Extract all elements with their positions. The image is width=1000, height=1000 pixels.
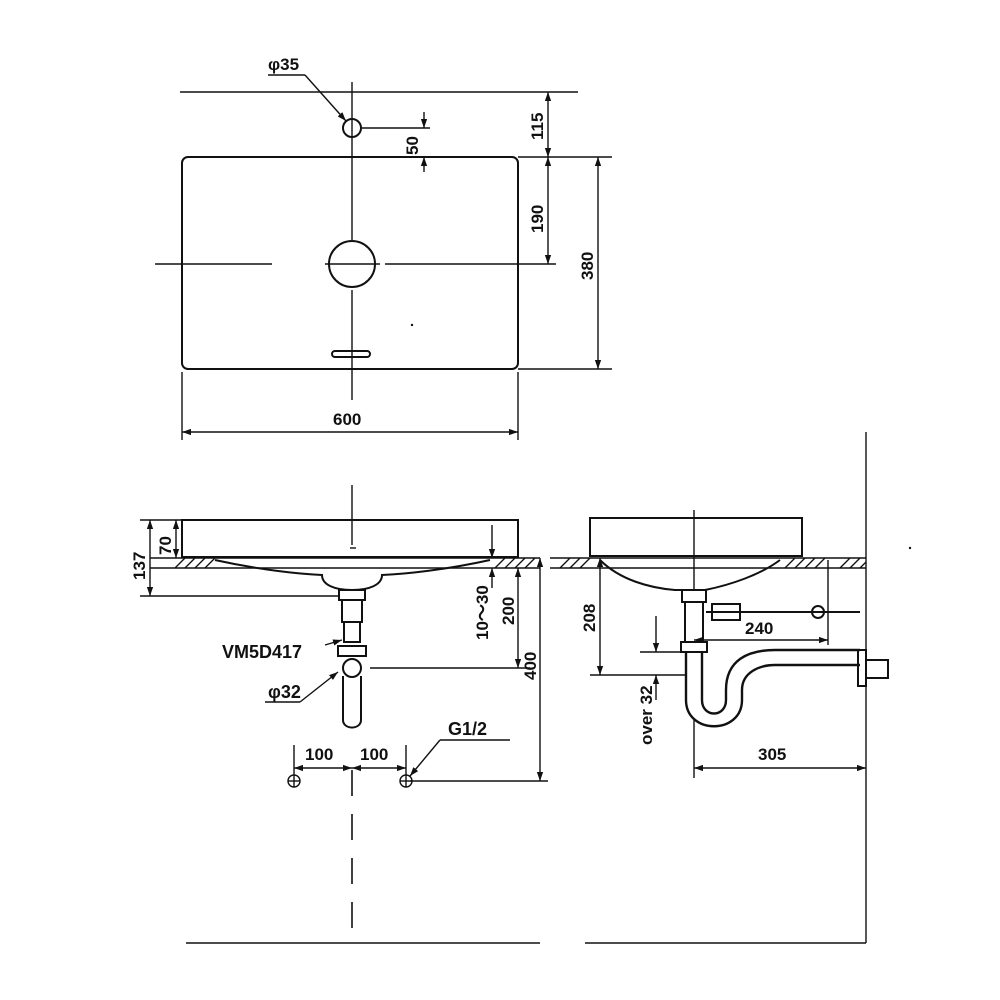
top-view: φ35 50 115 190 380 600 [155, 55, 612, 440]
side-view: 208 240 over 32 305 [550, 432, 912, 944]
overflow-slot [331, 350, 371, 358]
trap-length-label: 200 [499, 597, 518, 625]
drain-to-edge-label: 190 [528, 205, 547, 233]
trap-adjust-label: over 32 [637, 685, 656, 745]
tap-hole [342, 118, 362, 138]
supply-right-marker [399, 774, 413, 788]
drain-hole [328, 240, 376, 288]
supply-left-spacing-label: 100 [305, 745, 333, 764]
bowl-height-label: 70 [156, 536, 175, 555]
tap-to-edge-label: 115 [528, 113, 547, 140]
supply-projection-label: 240 [745, 619, 773, 638]
counter-thickness-label: 10～30 [473, 585, 492, 640]
supply-height-label: 400 [521, 652, 540, 680]
basin-height-label: 137 [130, 552, 149, 580]
supply-thread-label: G1/2 [448, 719, 487, 739]
tap-hole-diameter-label: φ35 [268, 55, 299, 74]
front-view: φ32 VM5D417 137 70 10～30 200 400 [130, 485, 548, 944]
basin-outline-top [181, 156, 519, 370]
basin-side-profile [589, 517, 803, 557]
waste-diameter-label: φ32 [268, 682, 301, 702]
basin-width-label: 600 [333, 410, 361, 429]
supply-left-marker [287, 774, 301, 788]
drain-depth-label: 208 [580, 604, 599, 632]
supply-right-spacing-label: 100 [360, 745, 388, 764]
tap-offset-label: 50 [403, 136, 422, 155]
basin-depth-label: 380 [578, 252, 597, 280]
wall-distance-label: 305 [758, 745, 786, 764]
trap-model-label: VM5D417 [222, 642, 302, 662]
basin-front-profile [181, 519, 519, 558]
